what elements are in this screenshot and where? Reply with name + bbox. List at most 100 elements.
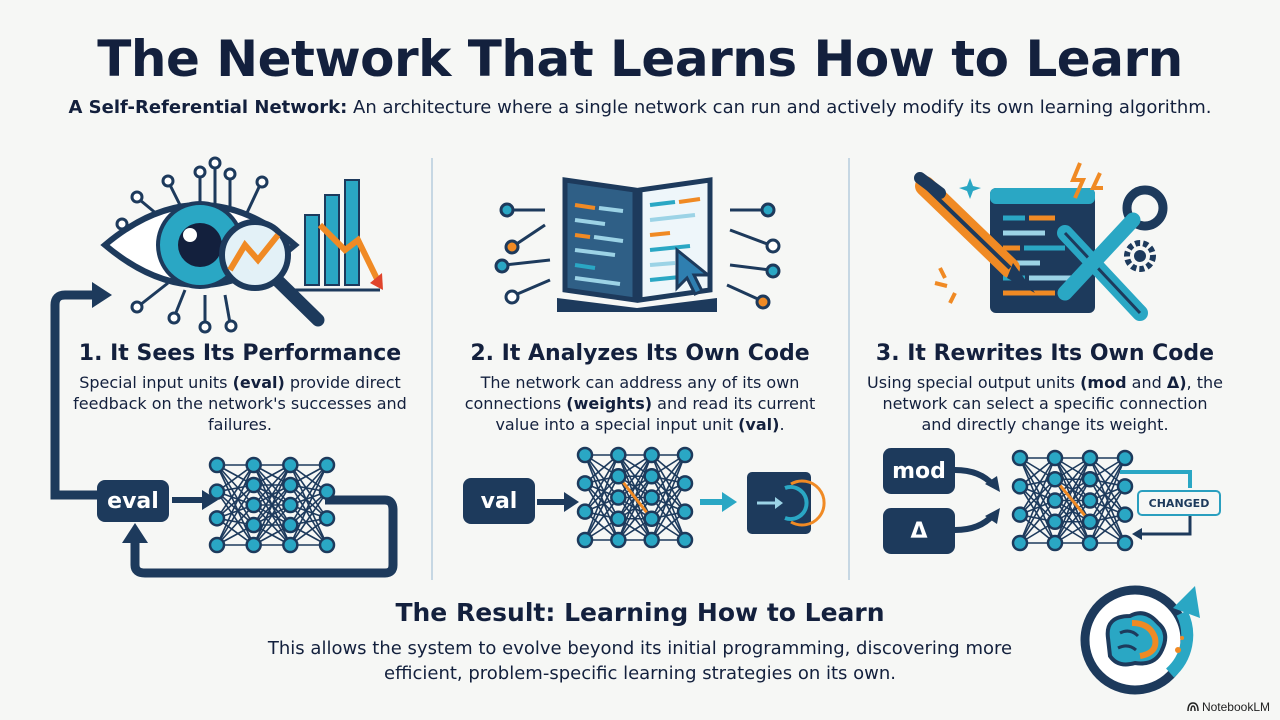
network-node (1116, 534, 1134, 552)
network-connection (1019, 457, 1056, 502)
network-node (1116, 506, 1134, 523)
network-connection (651, 454, 686, 498)
network-connection (617, 454, 653, 520)
step-2-body-bold-2: (val) (738, 415, 780, 434)
open-book-icon (557, 177, 717, 312)
feedback-loop-arrow (50, 282, 398, 578)
network-connection (651, 497, 686, 541)
page-subtitle: A Self-Referential Network: An architect… (0, 97, 1280, 118)
network-connection (1019, 457, 1056, 516)
network-node (318, 483, 336, 500)
performance-illustration (100, 156, 383, 334)
step-2-body-bold: (weights) (566, 394, 653, 413)
network-connection (1054, 499, 1091, 544)
network-connection (650, 482, 686, 541)
network-node (245, 516, 262, 534)
network-connection (216, 464, 255, 546)
mod-unit: mod (883, 448, 955, 494)
network-connection (1089, 485, 1126, 544)
network-connection (253, 464, 291, 506)
network-node (576, 531, 594, 549)
network-node (1011, 478, 1029, 495)
network-node (245, 456, 262, 474)
network-connection (650, 454, 686, 513)
network-node (643, 489, 660, 506)
network-node (1116, 478, 1134, 495)
network-connection (216, 464, 255, 506)
network-connection (584, 482, 620, 541)
network-node (676, 475, 694, 492)
network-connection (289, 464, 328, 519)
network-node (1081, 534, 1099, 552)
network-connection (1089, 485, 1126, 523)
brand-mark: NotebookLM (1187, 700, 1270, 714)
network-connection (253, 504, 291, 546)
cursor-icon (675, 246, 713, 296)
network-node (1081, 492, 1099, 509)
step-3-body-mid: and (1126, 373, 1167, 392)
network-connection (1019, 478, 1056, 516)
step-3-body-text: Using special output units (867, 373, 1081, 392)
output-arrow (700, 492, 737, 512)
network-node (208, 456, 226, 474)
network-node (318, 510, 336, 527)
spark-icon (1070, 162, 1087, 199)
neural-network-2 (576, 446, 694, 549)
result-body: This allows the system to evolve beyond … (267, 638, 1013, 684)
network-connection (584, 497, 619, 541)
network-node (610, 489, 627, 506)
network-connection (216, 464, 255, 519)
network-connection (289, 464, 328, 506)
network-connection (617, 475, 653, 541)
step-3-body-bold-2: Δ) (1166, 373, 1187, 392)
mod-delta-arrows (954, 467, 1000, 533)
step-2-body: The network can address any of its own c… (460, 372, 820, 435)
network-node (1081, 471, 1099, 488)
network-node (282, 496, 299, 514)
network-node (576, 446, 594, 464)
step-2-heading: 2. It Analyzes Its Own Code (470, 341, 810, 366)
circuit-nodes (494, 202, 781, 310)
network-node (643, 446, 660, 464)
highlighted-connection (1053, 478, 1092, 523)
circuit-traces (504, 208, 771, 302)
subtitle-lead: A Self-Referential Network: (68, 97, 348, 118)
network-node (676, 531, 694, 549)
network-node (643, 510, 660, 527)
network-connection (1019, 457, 1056, 544)
network-connection (1089, 457, 1126, 516)
network-node (676, 446, 694, 464)
network-connection (1054, 478, 1091, 544)
network-node (208, 483, 226, 500)
network-node (282, 516, 299, 534)
network-node (576, 475, 594, 492)
step-3-body-bold: (mod (1080, 373, 1127, 392)
network-connection (252, 464, 292, 526)
network-connection (650, 475, 686, 541)
network-node (1081, 513, 1099, 530)
network-connection (1019, 485, 1056, 523)
brain-icon (1080, 585, 1200, 695)
network-node (1046, 471, 1064, 488)
read-value-unit-icon (747, 472, 826, 534)
step-3-body: Using special output units (mod and Δ), … (865, 372, 1225, 435)
network-connection (650, 454, 686, 520)
delta-unit: Δ (883, 508, 955, 554)
network-node (282, 456, 299, 474)
network-connection (216, 504, 255, 546)
network-node (1046, 449, 1064, 467)
column-divider-2 (848, 158, 850, 580)
network-node (208, 536, 226, 554)
eval-unit: eval (97, 480, 169, 522)
network-connection (584, 475, 620, 541)
network-node (1046, 492, 1064, 509)
gear-icon (1124, 240, 1156, 272)
network-node (643, 531, 660, 549)
network-node (576, 503, 594, 520)
network-connection (584, 454, 620, 513)
network-node (208, 510, 226, 527)
step-1-body-bold: (eval) (232, 373, 285, 392)
val-unit: val (463, 478, 535, 524)
neural-network-1 (208, 456, 336, 554)
network-connection (216, 464, 255, 526)
